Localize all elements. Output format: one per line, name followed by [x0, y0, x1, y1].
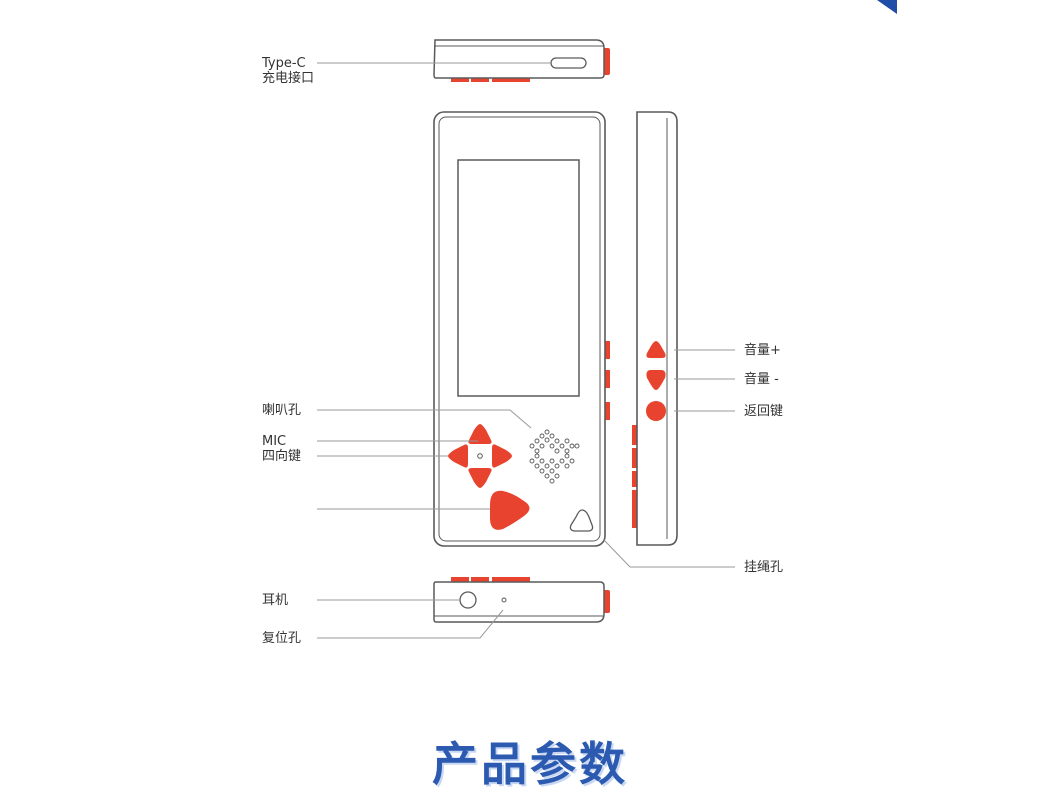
label-lanyard: 挂绳孔 — [744, 560, 784, 575]
dpad-left-icon — [448, 444, 468, 468]
label-dpad: 四向键 — [262, 449, 302, 464]
back-button-icon — [646, 401, 666, 421]
confirm-button-icon — [490, 490, 530, 530]
speaker-grille-icon — [529, 429, 580, 484]
leader-lines — [317, 62, 735, 639]
volume-down-icon — [646, 370, 666, 390]
device-side-view — [632, 111, 678, 546]
label-typec-line2: 充电接口 — [262, 71, 315, 86]
screen — [457, 159, 580, 397]
dpad-right-icon — [492, 444, 512, 468]
section-title: 产品参数 — [432, 737, 628, 791]
dpad-down-icon — [468, 468, 492, 488]
volume-up-icon — [646, 341, 666, 358]
label-volume-up: 音量+ — [744, 343, 781, 358]
corner-accent-icon — [877, 0, 897, 14]
device-front-view — [433, 111, 610, 547]
label-volume-down: 音量 - — [744, 372, 779, 387]
label-reset: 复位孔 — [262, 631, 302, 646]
label-typec: Type-C 充电接口 — [262, 56, 314, 86]
dpad-icon — [448, 424, 512, 488]
label-mic: MIC — [262, 434, 287, 449]
reset-hole-icon — [501, 597, 507, 603]
label-back: 返回键 — [744, 404, 784, 419]
label-speaker: 喇叭孔 — [262, 403, 302, 418]
device-bottom-view — [433, 577, 610, 623]
label-earphone: 耳机 — [262, 593, 289, 608]
mic-hole-icon — [477, 453, 483, 459]
label-typec-line1: Type-C — [262, 56, 306, 71]
dpad-up-icon — [468, 424, 492, 444]
lanyard-hole-icon — [569, 509, 594, 532]
device-top-view — [433, 39, 610, 82]
